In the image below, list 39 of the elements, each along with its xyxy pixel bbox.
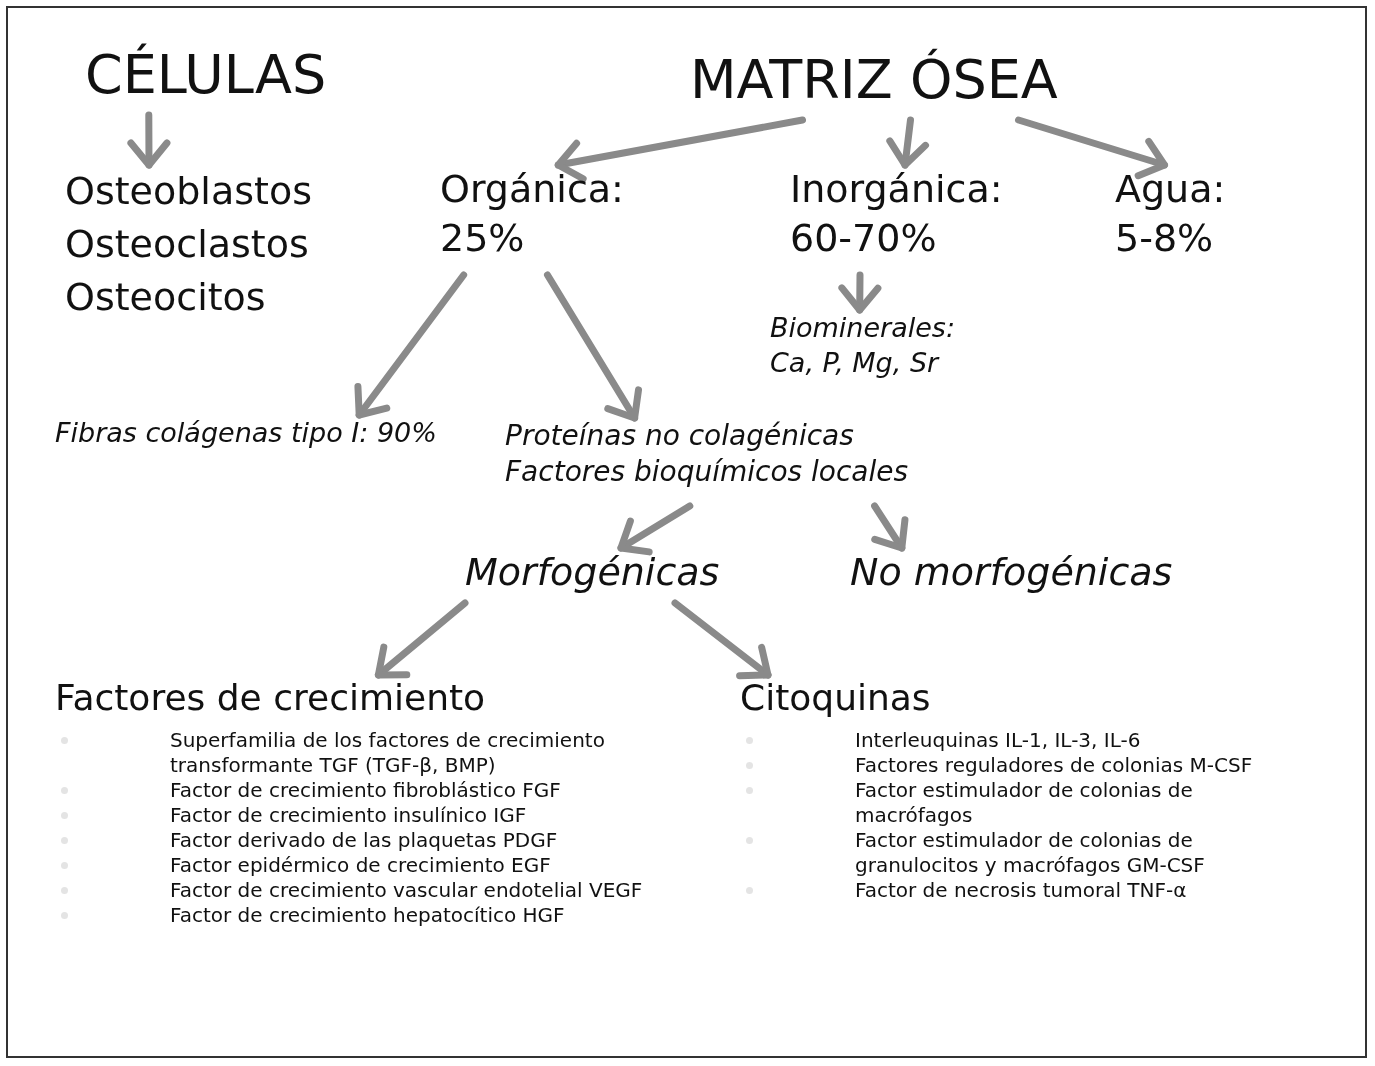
list-item-text: Factor estimulador de colonias de macrófagos — [855, 777, 1193, 827]
list-item-text: Factor de crecimiento fibroblástico FGF — [170, 777, 561, 802]
list-item-text: Factor de necrosis tumoral TNF-α — [855, 877, 1187, 902]
list-item-text: Factor estimulador de colonias de granulocitos y macrófagos GM-CSF — [855, 827, 1205, 877]
concept-text: Factores bioquímicos locales — [505, 454, 910, 491]
heading-text: CÉLULAS — [85, 42, 328, 108]
concept-text: Osteoblastos — [65, 168, 313, 215]
list-item-text: Interleuquinas IL-1, IL-3, IL-6 — [855, 727, 1141, 752]
arrow — [617, 502, 694, 556]
list-item-text: Factores reguladores de colonias M-CSF — [855, 752, 1253, 777]
concept-text: Osteoclastos — [65, 221, 310, 269]
arrow — [374, 599, 469, 679]
list-item-text: Factor epidérmico de crecimiento EGF — [170, 852, 551, 877]
list-item-text: Factor de crecimiento vascular endotelial VEGF — [170, 877, 643, 902]
arrow — [886, 116, 930, 169]
concept-text: Morfogénicas — [465, 549, 721, 596]
concept-text: Agua: 5-8% — [1115, 166, 1227, 263]
arrow — [554, 116, 806, 183]
list-item-text: Superfamilia de los factores de crecimiento transformante TGF (TGF-β, BMP) — [170, 727, 605, 777]
arrow — [544, 271, 643, 422]
list-item-text: Factor derivado de las plaquetas PDGF — [170, 827, 558, 852]
concept-text: Fibras colágenas tipo I: 90% — [55, 416, 438, 450]
list-item-text: Factor de crecimiento insulínico IGF — [170, 802, 527, 827]
arrow — [354, 271, 468, 419]
heading-text: MATRIZ ÓSEA — [690, 47, 1059, 113]
arrow — [127, 111, 171, 169]
list-item-text: Factor de crecimiento hepatocítico HGF — [170, 902, 565, 927]
concept-text: Osteocitos — [65, 274, 267, 322]
arrow — [838, 271, 882, 314]
arrow — [671, 599, 772, 680]
concept-text: Orgánica: 25% — [440, 166, 625, 263]
list-heading: Citoquinas — [740, 676, 932, 720]
list-heading: Factores de crecimiento — [55, 676, 487, 720]
concept-text: Biominerales: Ca, P, Mg, Sr — [770, 311, 956, 381]
concept-text: Proteínas no colagénicas — [505, 418, 855, 454]
concept-text: Inorgánica: 60-70% — [790, 166, 1004, 263]
arrow — [1015, 116, 1168, 180]
concept-text: No morfogénicas — [850, 549, 1174, 596]
arrow — [871, 502, 909, 552]
